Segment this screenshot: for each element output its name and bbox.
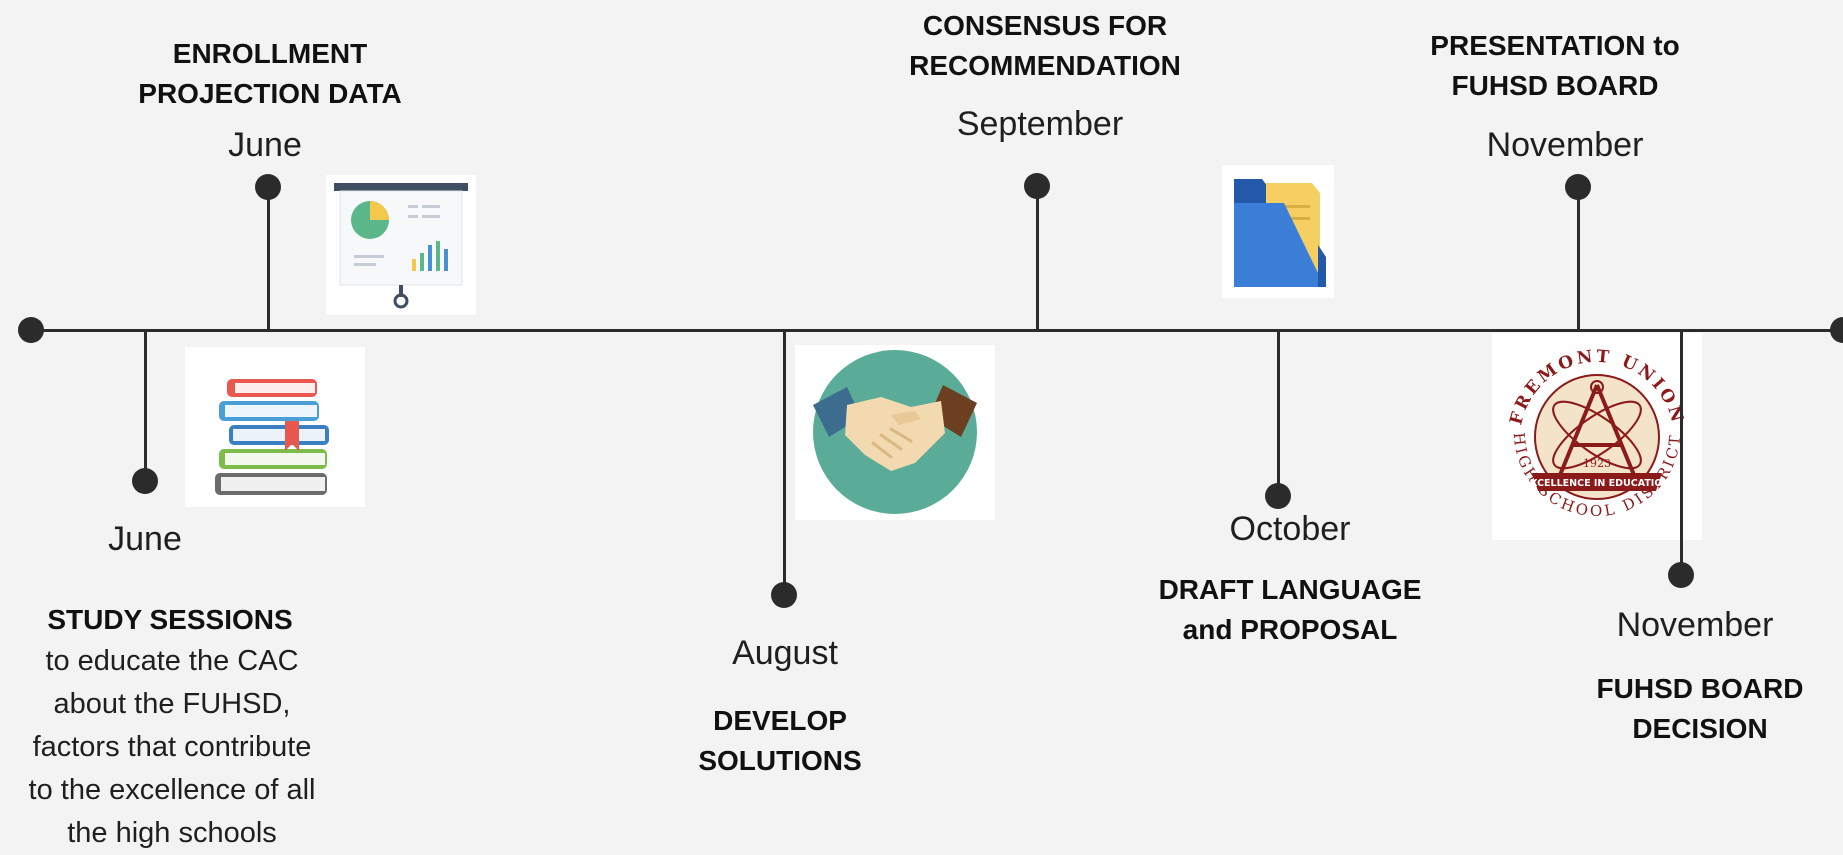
milestone-title: FUHSD BOARD DECISION xyxy=(1596,673,1804,744)
stem-enrollment xyxy=(267,186,270,329)
month-label: June xyxy=(108,520,182,558)
month-label: October xyxy=(1229,510,1351,548)
books-icon xyxy=(185,347,365,507)
stem-decision xyxy=(1680,331,1683,574)
milestone-title: STUDY SESSIONS xyxy=(47,604,293,635)
stem-presentation xyxy=(1577,186,1580,329)
folder-icon xyxy=(1222,165,1334,298)
stem-study xyxy=(144,331,147,480)
handshake-icon xyxy=(795,345,995,520)
month-label: November xyxy=(1616,606,1774,644)
district-seal-logo: FREMONT UNION HIGH SCHOOL DISTRICT 1923 … xyxy=(1492,333,1702,540)
month-label: August xyxy=(732,634,838,672)
milestone-title: PRESENTATION to FUHSD BOARD xyxy=(1430,30,1680,101)
timeline-axis xyxy=(35,329,1843,332)
timeline-start-dot xyxy=(18,317,44,343)
milestone-title: CONSENSUS FOR RECOMMENDATION xyxy=(909,10,1181,81)
month-label: November xyxy=(1486,126,1644,164)
node-draft xyxy=(1265,483,1291,509)
milestone-title: ENROLLMENT PROJECTION DATA xyxy=(138,38,402,109)
node-decision xyxy=(1668,562,1694,588)
node-develop xyxy=(771,582,797,608)
timeline-end-dot xyxy=(1830,317,1843,343)
month-label: June xyxy=(228,126,302,164)
node-study xyxy=(132,468,158,494)
month-label: September xyxy=(956,105,1124,143)
milestone-title: DRAFT LANGUAGE and PROPOSAL xyxy=(1158,574,1422,645)
milestone-title: DEVELOP SOLUTIONS xyxy=(698,705,862,776)
milestone-description: to educate the CAC about the FUHSD, fact… xyxy=(28,645,316,849)
stem-develop xyxy=(783,331,786,594)
svg-text:1923: 1923 xyxy=(1583,457,1611,470)
stem-draft xyxy=(1277,331,1280,495)
svg-text:EXCELLENCE IN EDUCATION: EXCELLENCE IN EDUCATION xyxy=(1524,478,1671,489)
stem-consensus xyxy=(1036,185,1039,329)
presentation-chart-icon xyxy=(326,175,476,315)
